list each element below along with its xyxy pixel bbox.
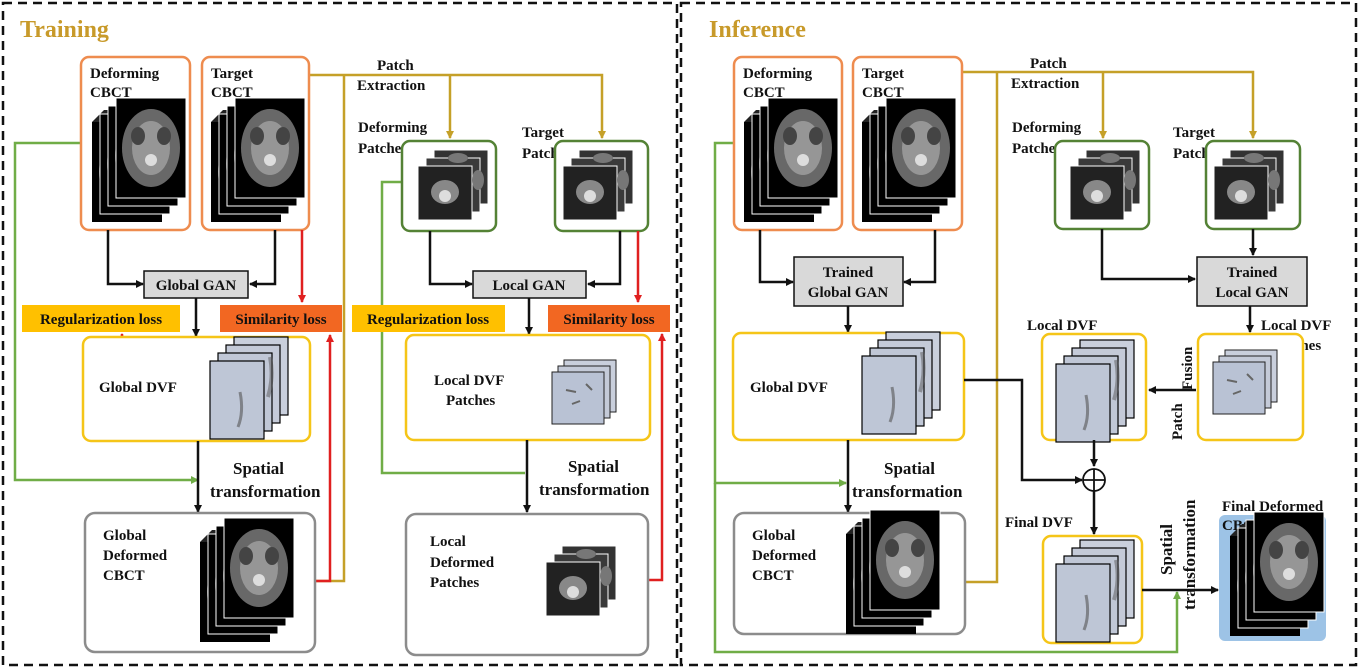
- inference-patch-fusion-label-2: Fusion: [1180, 346, 1196, 390]
- inference-trained-local-gan-box: [1196, 256, 1308, 307]
- training-similarity-loss-2-label: Similarity loss: [563, 312, 654, 328]
- inference-global-deformed-label-3: CBCT: [752, 568, 794, 584]
- training-global-deformed-image: [199, 517, 295, 643]
- inference-deforming-patch-cube: [1069, 149, 1141, 221]
- training-target-cbct-label-1: Target: [211, 66, 253, 82]
- inference-trained-global-gan-label-2: Global GAN: [808, 285, 889, 301]
- training-global-gan-label: Global GAN: [156, 278, 237, 294]
- inference-spatial-2-label-2: transformation: [1180, 499, 1199, 610]
- training-regularization-loss-2-label: Regularization loss: [367, 312, 489, 328]
- training-deforming-patches-label-1: Deforming: [358, 120, 428, 136]
- inference-final-deformed-image: [1229, 511, 1325, 637]
- training-spatial-2-label-2: transformation: [539, 480, 650, 499]
- inference-panel: [679, 1, 1358, 667]
- inference-trained-global-gan-box: [793, 256, 904, 307]
- training-local-dvf-label-1: Local DVF: [434, 373, 504, 389]
- inference-global-deformed-label-1: Global: [752, 528, 795, 544]
- inference-target-cbct-label-1: Target: [862, 66, 904, 82]
- inference-spatial-1-label-2: transformation: [852, 482, 963, 501]
- inference-target-patches-label-1: Target: [1173, 125, 1215, 141]
- training-deforming-patches-label-2: Patches: [358, 141, 407, 157]
- inference-target-patch-cube: [1213, 149, 1285, 221]
- training-deforming-patch-cube: [417, 149, 489, 221]
- training-global-deformed-label-3: CBCT: [103, 568, 145, 584]
- inference-spatial-2-label-1: Spatial: [1157, 524, 1176, 575]
- training-patch-extraction-label-2: Extraction: [357, 78, 426, 94]
- training-local-deformed-label-3: Patches: [430, 575, 479, 591]
- inference-patch-extraction-label-2: Extraction: [1011, 76, 1080, 92]
- training-local-gan-box: [472, 270, 587, 299]
- training-local-gan-label: Local GAN: [493, 278, 566, 294]
- training-regularization-loss-1: [22, 305, 180, 332]
- inference-target-cbct-label-2: CBCT: [862, 85, 904, 101]
- training-target-patches-label-1: Target: [522, 125, 564, 141]
- inference-deforming-patches-label-1: Deforming: [1012, 120, 1082, 136]
- training-similarity-loss-1-label: Similarity loss: [235, 312, 326, 328]
- inference-global-dvf-label: Global DVF: [750, 380, 828, 396]
- inference-local-dvf-cube: [1212, 349, 1278, 415]
- training-local-deformed-cube: [545, 545, 617, 617]
- training-spatial-1-label-2: transformation: [210, 482, 321, 501]
- inference-deforming-patches-label-2: Patches: [1012, 141, 1061, 157]
- inference-trained-local-gan-label-1: Trained: [1227, 265, 1278, 281]
- training-global-deformed-label-1: Global: [103, 528, 146, 544]
- inference-spatial-1-label-1: Spatial: [884, 459, 935, 478]
- training-target-patch-cube: [562, 149, 634, 221]
- inference-target-ct-image: [861, 97, 957, 223]
- inference-title: Inference: [709, 17, 806, 43]
- training-local-dvf-label-2: Patches: [446, 393, 495, 409]
- inference-global-deformed-image: [845, 509, 941, 635]
- training-panel: [1, 1, 679, 667]
- inference-deforming-cbct-label-1: Deforming: [743, 66, 813, 82]
- training-deforming-cbct-label-2: CBCT: [90, 85, 132, 101]
- inference-global-deformed-label-2: Deformed: [752, 548, 817, 564]
- inference-patch-extraction-label-1: Patch: [1030, 56, 1067, 72]
- inference-deforming-cbct-label-2: CBCT: [743, 85, 785, 101]
- training-target-cbct-label-2: CBCT: [211, 85, 253, 101]
- training-global-gan-box: [143, 270, 249, 299]
- training-regularization-loss-2: [352, 305, 505, 332]
- training-target-ct-image: [210, 97, 306, 223]
- training-local-dvf-cube: [551, 359, 617, 425]
- training-local-deformed-label-1: Local: [430, 534, 466, 550]
- training-spatial-1-label-1: Spatial: [233, 459, 284, 478]
- training-title: Training: [20, 17, 109, 43]
- inference-local-dvf-label: Local DVF: [1027, 318, 1097, 334]
- training-similarity-loss-2: [548, 305, 670, 332]
- inference-trained-global-gan-label-1: Trained: [823, 265, 874, 281]
- training-deforming-ct-image: [91, 97, 187, 223]
- inference-local-dvf-patches-label-1: Local DVF: [1261, 318, 1331, 334]
- training-spatial-2-label-1: Spatial: [568, 457, 619, 476]
- training-regularization-loss-1-label: Regularization loss: [40, 312, 162, 328]
- training-similarity-loss-1: [220, 305, 342, 332]
- training-global-deformed-label-2: Deformed: [103, 548, 168, 564]
- inference-trained-local-gan-label-2: Local GAN: [1216, 285, 1289, 301]
- inference-final-dvf-label: Final DVF: [1005, 515, 1073, 531]
- inference-final-deformed-label-1: Final Deformed: [1222, 499, 1324, 515]
- training-local-deformed-label-2: Deformed: [430, 555, 495, 571]
- inference-patch-fusion-label-1: Patch: [1170, 403, 1186, 440]
- training-global-dvf-label: Global DVF: [99, 380, 177, 396]
- inference-deforming-ct-image: [743, 97, 839, 223]
- training-patch-extraction-label-1: Patch: [377, 58, 414, 74]
- training-deforming-cbct-label-1: Deforming: [90, 66, 160, 82]
